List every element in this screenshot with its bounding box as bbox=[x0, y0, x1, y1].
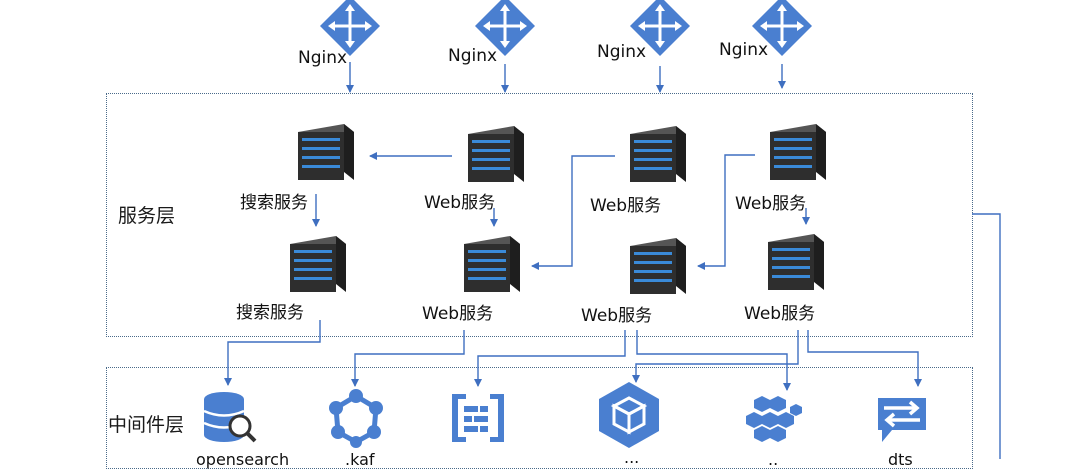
router-diamond-icon bbox=[630, 0, 690, 56]
queue-bars-icon bbox=[452, 394, 504, 442]
connector-lines bbox=[224, 62, 1001, 459]
server-search-bottom bbox=[280, 234, 350, 302]
nginx-label-2: Nginx bbox=[448, 46, 498, 66]
nginx-gateway-4 bbox=[750, 0, 814, 58]
server-web-top-2 bbox=[620, 124, 690, 192]
server-web-bottom-1 bbox=[454, 234, 524, 302]
server-web-bottom-3 bbox=[758, 232, 828, 300]
server-icon bbox=[768, 234, 824, 290]
service-layer-label: 服务层 bbox=[118, 205, 176, 227]
server-icon bbox=[630, 238, 686, 294]
server-icon bbox=[298, 124, 354, 180]
router-diamond-icon bbox=[752, 0, 812, 56]
middleware-dts bbox=[870, 392, 934, 452]
search-service-label-bottom: 搜索服务 bbox=[236, 303, 304, 323]
server-web-top-3 bbox=[760, 122, 830, 190]
server-icon bbox=[290, 236, 346, 292]
nginx-gateway-2 bbox=[473, 0, 537, 58]
web-service-label-top-2: Web服务 bbox=[590, 196, 662, 216]
cluster-label: .. bbox=[768, 450, 779, 469]
sync-chat-icon bbox=[878, 398, 926, 442]
server-icon bbox=[630, 126, 686, 182]
middleware-layer-label: 中间件层 bbox=[108, 414, 185, 436]
web-service-label-top-1: Web服务 bbox=[424, 193, 496, 213]
nginx-label-1: Nginx bbox=[298, 48, 348, 68]
kafka-label: .kaf bbox=[345, 450, 375, 469]
nginx-label-4: Nginx bbox=[719, 40, 769, 60]
middleware-kafka bbox=[326, 388, 386, 452]
hexagon-network-icon bbox=[329, 389, 383, 448]
server-icon bbox=[468, 126, 524, 182]
opensearch-label: opensearch bbox=[196, 450, 290, 469]
middleware-cluster bbox=[744, 394, 804, 448]
web-service-label-top-3: Web服务 bbox=[735, 194, 807, 214]
middleware-cube bbox=[594, 380, 664, 454]
service-layer-box bbox=[106, 93, 973, 337]
dts-label: dts bbox=[888, 450, 913, 469]
server-search-top bbox=[288, 122, 358, 190]
database-search-icon bbox=[203, 392, 257, 443]
middleware-queue bbox=[448, 390, 508, 450]
cube-label: ... bbox=[624, 448, 640, 467]
nginx-gateway-3 bbox=[628, 0, 692, 58]
web-service-label-bottom-1: Web服务 bbox=[422, 304, 494, 324]
cube-hexagon-icon bbox=[599, 382, 659, 448]
nginx-label-3: Nginx bbox=[597, 42, 647, 62]
web-service-label-bottom-2: Web服务 bbox=[581, 306, 653, 326]
server-icon bbox=[770, 124, 826, 180]
search-service-label-top: 搜索服务 bbox=[240, 193, 308, 213]
server-web-top-1 bbox=[458, 124, 528, 192]
web-service-label-bottom-3: Web服务 bbox=[744, 304, 816, 324]
server-icon bbox=[464, 236, 520, 292]
cluster-grid-icon bbox=[746, 396, 802, 442]
router-diamond-icon bbox=[475, 0, 535, 56]
server-web-bottom-2 bbox=[620, 236, 690, 304]
middleware-opensearch bbox=[200, 390, 260, 452]
router-diamond-icon bbox=[320, 0, 380, 56]
nginx-gateway-1 bbox=[318, 0, 382, 58]
